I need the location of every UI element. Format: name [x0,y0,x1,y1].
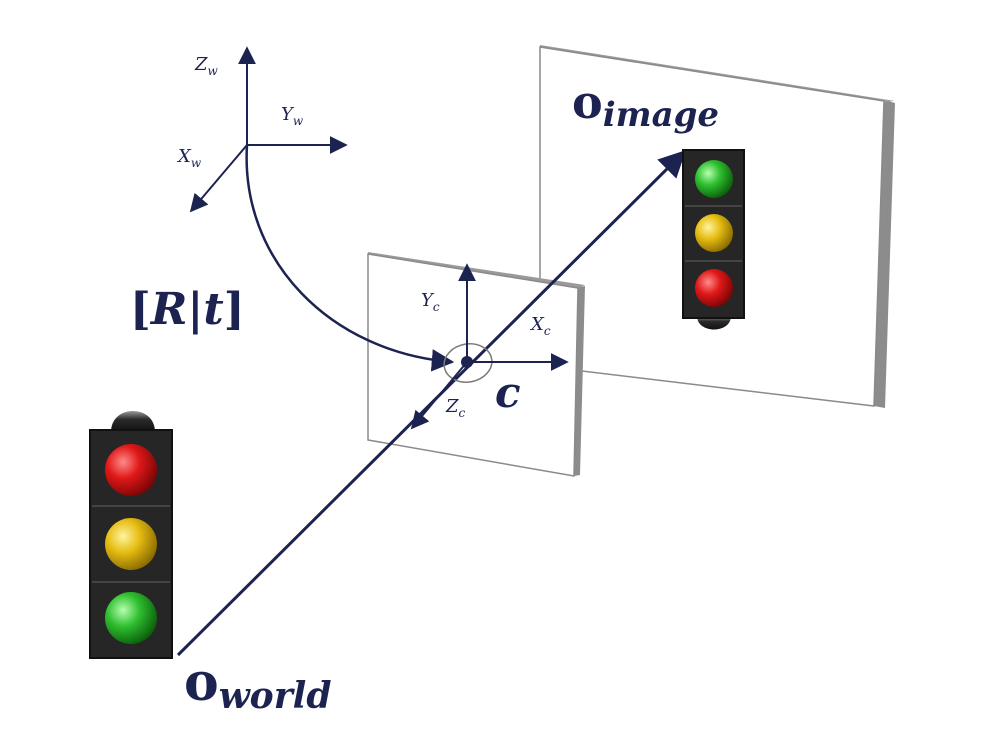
world-axes: Zw Yw Xw [176,46,348,213]
world-traffic-light [89,411,173,659]
world-y-label: Yw [281,104,304,128]
world-z-label: Zw [194,54,219,78]
world-light-red [105,444,157,496]
world-origin-label: oworld [184,652,332,717]
camera-y-label: Yc [421,290,440,314]
camera-axes: Yc Xc Zc c [410,263,569,430]
image-light-green [695,160,733,198]
world-x-label: Xw [176,146,202,170]
world-light-yellow [105,518,157,570]
transform-label: [R|t] [130,284,245,335]
image-traffic-light [682,149,745,330]
camera-z-axis [410,361,468,430]
projection-ray [176,150,686,657]
transform-arc [245,144,455,372]
image-light-yellow [695,214,733,252]
camera-center-ring [443,343,493,383]
camera-z-label: Zc [445,396,466,420]
image-light-cap [697,316,731,330]
camera-x-label: Xc [529,314,551,338]
camera-center-label: c [495,368,521,417]
camera-center-dot [461,356,473,368]
world-x-axis [189,144,248,213]
image-light-red [695,269,733,307]
camera-plane [367,252,585,477]
world-light-cap [111,411,155,432]
image-origin-label: oimage [572,75,719,135]
world-light-green [105,592,157,644]
